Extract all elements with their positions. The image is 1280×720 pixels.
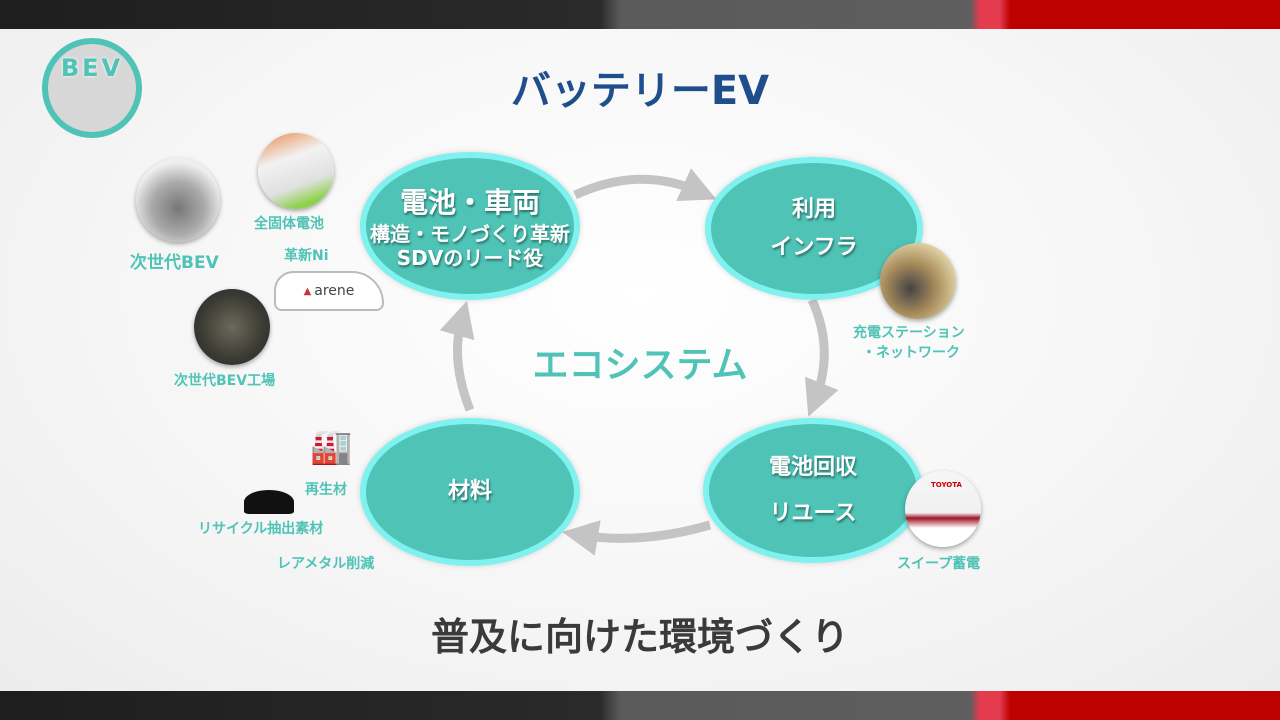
arrow-left xyxy=(439,300,475,412)
arrow-bottom xyxy=(562,520,712,556)
page-title: バッテリーEV xyxy=(510,68,770,114)
node-line: リユース xyxy=(769,500,857,526)
node-battery-vehicle: 電池・車両 構造・モノづくり革新 SDVのリード役 xyxy=(360,152,580,300)
toyota-logo: TOYOTA xyxy=(931,481,962,489)
arene-logo: ▲arene xyxy=(274,271,384,311)
caption-solid-battery: 全固体電池 xyxy=(254,216,324,232)
caption-charging-2: ・ネットワーク xyxy=(862,345,960,361)
caption-rare-metal: レアメタル削減 xyxy=(277,556,375,572)
caption-recycle-extract: リサイクル抽出素材 xyxy=(198,521,324,537)
node-recovery: 電池回収 リユース xyxy=(703,418,923,563)
node-title: 電池回収 xyxy=(768,454,857,480)
solid-battery-image xyxy=(258,133,334,209)
caption-factory: 次世代BEV工場 xyxy=(174,373,276,389)
arene-text: arene xyxy=(314,283,355,299)
caption-recycled: 再生材 xyxy=(305,482,347,498)
node-line: 構造・モノづくり革新 xyxy=(370,222,570,247)
caption-next-bev: 次世代BEV xyxy=(130,253,219,273)
ecosystem-label: エコシステム xyxy=(532,345,748,386)
arene-triangle-icon: ▲ xyxy=(303,285,312,297)
footer-title: 普及に向けた環境づくり xyxy=(430,615,849,659)
charging-image xyxy=(880,243,956,319)
next-bev-image xyxy=(136,158,220,242)
node-title: 利用 xyxy=(791,196,836,222)
recycle-factory-icon: 🏭 xyxy=(310,427,353,467)
top-banner xyxy=(0,0,1280,29)
arrow-top xyxy=(573,168,717,202)
node-title: 電池・車両 xyxy=(399,185,540,219)
bottom-banner xyxy=(0,691,1280,720)
bev-badge: BEV xyxy=(42,38,142,138)
node-title: 材料 xyxy=(447,479,492,505)
sweep-storage-image: TOYOTA xyxy=(905,471,981,547)
caption-innovative-ni: 革新Ni xyxy=(284,248,329,264)
caption-charging-1: 充電ステーション xyxy=(853,325,965,341)
ore-pile-icon xyxy=(244,490,294,514)
node-materials: 材料 xyxy=(360,418,580,566)
factory-image xyxy=(194,289,270,365)
arrow-right xyxy=(804,298,839,417)
node-line: SDVのリード役 xyxy=(396,246,544,271)
caption-sweep: スイープ蓄電 xyxy=(897,556,981,572)
node-line: インフラ xyxy=(770,234,858,260)
